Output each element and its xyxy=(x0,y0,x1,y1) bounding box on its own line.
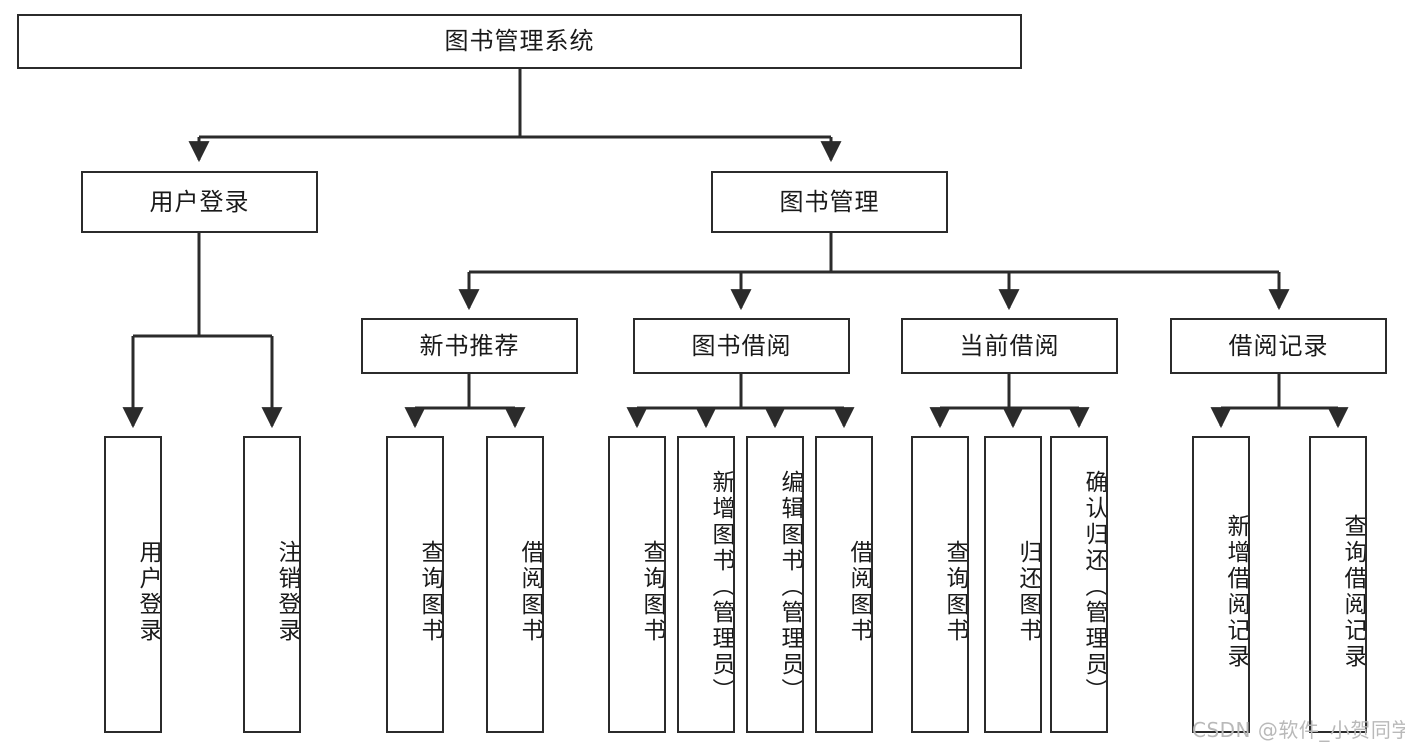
node-leaf-record-query[interactable]: 查询借阅记录 xyxy=(1309,436,1367,733)
node-leaf-user-login[interactable]: 用户登录 xyxy=(104,436,162,733)
node-root-label: 图书管理系统 xyxy=(444,27,595,56)
leaf-label: 查询借阅记录 xyxy=(1340,513,1366,670)
node-leaf-borrow-edit[interactable]: 编辑图书（管理员） xyxy=(746,436,804,733)
node-leaf-cur-query[interactable]: 查询图书 xyxy=(911,436,969,733)
node-leaf-borrow-lend[interactable]: 借阅图书 xyxy=(815,436,873,733)
node-new-book-rec-label: 新书推荐 xyxy=(419,331,520,360)
node-user-login[interactable]: 用户登录 xyxy=(81,171,318,233)
leaf-label: 查询图书 xyxy=(639,539,665,644)
node-leaf-user-logout[interactable]: 注销登录 xyxy=(243,436,301,733)
node-current-borrow-label: 当前借阅 xyxy=(959,331,1060,360)
node-book-borrow[interactable]: 图书借阅 xyxy=(633,318,850,374)
node-book-manage[interactable]: 图书管理 xyxy=(711,171,948,233)
leaf-label: 查询图书 xyxy=(942,539,968,644)
node-book-borrow-label: 图书借阅 xyxy=(691,331,792,360)
node-user-login-label: 用户登录 xyxy=(149,187,250,216)
csdn-watermark: CSDN @软件_小贺同学 xyxy=(1192,718,1405,742)
node-new-book-rec[interactable]: 新书推荐 xyxy=(361,318,578,374)
node-leaf-borrow-query[interactable]: 查询图书 xyxy=(608,436,666,733)
leaf-label: 借阅图书 xyxy=(846,539,872,644)
leaf-label: 确认归还（管理员） xyxy=(1081,469,1107,704)
node-leaf-cur-return[interactable]: 归还图书 xyxy=(984,436,1042,733)
leaf-label: 新增借阅记录 xyxy=(1223,513,1249,670)
node-leaf-record-add[interactable]: 新增借阅记录 xyxy=(1192,436,1250,733)
node-borrow-record[interactable]: 借阅记录 xyxy=(1170,318,1387,374)
node-leaf-borrow-add[interactable]: 新增图书（管理员） xyxy=(677,436,735,733)
node-leaf-rec-borrow[interactable]: 借阅图书 xyxy=(486,436,544,733)
leaf-label: 编辑图书（管理员） xyxy=(777,469,803,704)
node-book-manage-label: 图书管理 xyxy=(779,187,880,216)
node-leaf-rec-query[interactable]: 查询图书 xyxy=(386,436,444,733)
node-root[interactable]: 图书管理系统 xyxy=(17,14,1022,69)
node-borrow-record-label: 借阅记录 xyxy=(1228,331,1329,360)
leaf-label: 注销登录 xyxy=(274,539,300,644)
leaf-label: 新增图书（管理员） xyxy=(708,469,734,704)
node-leaf-cur-confirm[interactable]: 确认归还（管理员） xyxy=(1050,436,1108,733)
node-current-borrow[interactable]: 当前借阅 xyxy=(901,318,1118,374)
leaf-label: 用户登录 xyxy=(135,539,161,644)
leaf-label: 归还图书 xyxy=(1015,539,1041,644)
leaf-label: 查询图书 xyxy=(417,539,443,644)
leaf-label: 借阅图书 xyxy=(517,539,543,644)
